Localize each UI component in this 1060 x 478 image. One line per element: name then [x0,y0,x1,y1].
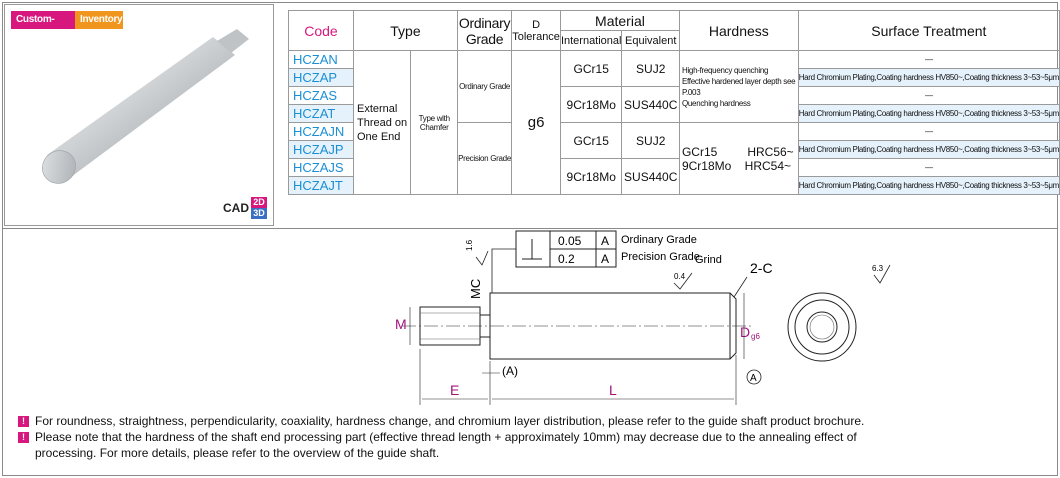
thread-lines [420,312,480,340]
code-cell[interactable]: HCZAT [288,104,354,123]
tol-precision-label: Precision Grade [621,251,700,263]
material-intl: GCr15 [559,50,623,87]
header-hardness: Hardness [678,10,799,51]
surface-cell: — [797,122,1060,141]
warning-icon: ! [18,416,29,427]
technical-drawing: 0.05 A Ordinary Grade 0.2 A Precision Gr… [2,228,1058,412]
material-intl: 9Cr18Mo [559,86,623,123]
material-equiv: SUS440C [621,86,680,123]
hardness-line-2: Effective hardened layer depth see P.003 [681,76,796,97]
datum-label: A [750,373,757,384]
dim-d-sub: g6 [751,332,760,341]
code-cell[interactable]: HCZAJP [288,140,354,159]
roughness-symbol-2 [673,272,693,290]
hardness-values: GCr15 HRC56~ 9Cr18Mo HRC54~ [678,122,799,195]
datum-circle [746,369,762,385]
roughness-symbol-1 [475,250,489,266]
header-tolerance: Tolerance [512,30,560,43]
type-chamfer: Type with Chamfer [410,50,458,195]
cad-badge[interactable]: CAD 2D 3D [223,197,267,219]
tol-ordinary-ref: A [601,234,609,248]
material-intl: 9Cr18Mo [559,158,623,195]
product-image-panel: Custom-made Inventory CAD 2D 3D [4,4,274,226]
chamfer-label: 2-C [750,260,773,276]
code-cell[interactable]: HCZAJN [288,122,354,141]
inventory-tag[interactable]: Inventory [75,11,123,29]
dim-m: M [395,316,407,332]
note-1: ! For roundness, straightness, perpendic… [12,414,1052,429]
material-equiv: SUS440C [621,158,680,195]
header-surface: Surface Treatment [797,10,1060,51]
shaft-end-view [787,292,857,362]
header-international: International [559,30,623,51]
surface-cell: Hard Chromium Plating,Coating hardness H… [797,68,1060,87]
hardness-mat-1: GCr15 [681,144,718,159]
note-text: For roundness, straightness, perpendicul… [35,414,865,428]
tol-ordinary-value: 0.05 [558,234,582,248]
dim-mc: MC [468,279,483,299]
tol-precision-value: 0.2 [558,252,575,266]
chamfer-leader [733,276,748,298]
header-grade: Ordinary Grade [456,10,513,51]
dim-d: D [740,324,750,340]
hardness-val-1: HRC56~ [747,144,794,159]
type-external-thread: External Thread on One End [352,50,412,195]
hardness-val-2: HRC54~ [744,158,792,173]
header-equivalent: Equivalent [621,30,680,51]
material-equiv: SUJ2 [621,50,680,87]
header-type: Type [352,10,458,51]
cad-3d-badge[interactable]: 3D [251,208,267,219]
dim-l: L [609,382,617,398]
notes-section: ! For roundness, straightness, perpendic… [12,414,1052,462]
warning-icon: ! [18,432,29,443]
note-text: Please note that the hardness of the sha… [35,430,857,444]
grade-precision: Precision Grade [456,122,513,195]
code-cell[interactable]: HCZAP [288,68,354,87]
roughness-0-4: 0.4 [674,272,686,281]
custom-made-tag[interactable]: Custom-made [11,11,75,43]
hardness-mat-2: 9Cr18Mo [681,158,732,173]
cad-label: CAD [223,201,249,215]
tolerance-g6: g6 [511,50,561,195]
dim-e: E [450,382,459,398]
surface-cell: — [797,50,1060,69]
code-cell[interactable]: HCZAJT [288,176,354,195]
code-cell[interactable]: HCZAN [288,50,354,69]
grade-ordinary: Ordinary Grade [456,50,513,123]
cad-2d-badge[interactable]: 2D [251,197,267,208]
tol-ordinary-label: Ordinary Grade [621,234,697,246]
note-text: processing. For more details, please ref… [35,446,440,460]
surface-cell: Hard Chromium Plating,Coating hardness H… [797,104,1060,123]
grind-label: Grind [695,254,722,266]
datum-paren: (A) [502,364,518,378]
roughness-symbol-3 [873,264,891,284]
material-intl: GCr15 [559,122,623,159]
roughness-6-3: 6.3 [872,264,884,273]
surface-cell: — [797,86,1060,105]
roughness-1-6: 1.6 [465,239,474,251]
drawing-svg: 0.05 A Ordinary Grade 0.2 A Precision Gr… [395,230,891,405]
header-d: D [532,18,541,31]
code-cell[interactable]: HCZAS [288,86,354,105]
note-2: ! Please note that the hardness of the s… [12,430,1052,445]
material-equiv: SUJ2 [621,122,680,159]
tol-leader [491,248,516,301]
header-code: Code [288,10,354,51]
hardness-line-3: Quenching hardness [681,98,751,108]
surface-cell: — [797,158,1060,177]
surface-cell: Hard Chromium Plating,Coating hardness H… [797,140,1060,159]
shaft-image [42,29,249,184]
tol-precision-ref: A [601,252,609,266]
header-material: Material [559,10,680,31]
length-dimensions [419,349,737,405]
code-cell[interactable]: HCZAJS [288,158,354,177]
surface-cell: Hard Chromium Plating,Coating hardness H… [797,176,1060,195]
note-2-continued: processing. For more details, please ref… [12,446,1052,461]
hardness-line-1: High-frequency quenching [681,65,769,75]
